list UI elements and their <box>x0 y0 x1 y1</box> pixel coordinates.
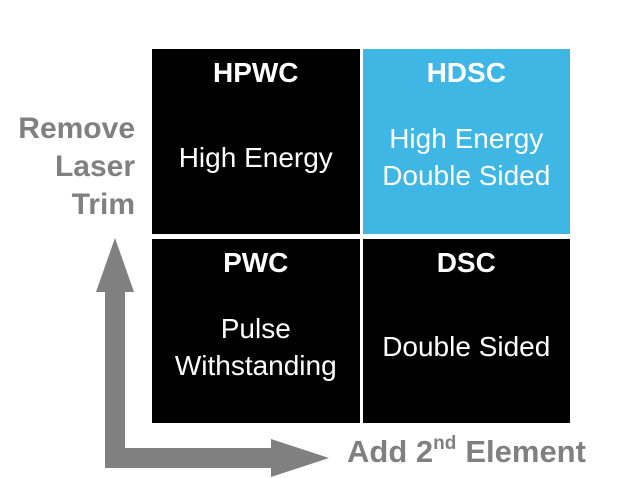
y-axis-label-line: Remove <box>18 112 135 145</box>
x-axis-label-superscript: nd <box>433 433 457 454</box>
y-axis-label-line: Trim <box>71 188 135 221</box>
quadrant-description-line: Withstanding <box>174 349 337 381</box>
quadrant-description: Double Sided <box>382 281 550 424</box>
right-arrowhead-icon <box>271 439 329 477</box>
quadrant-description: Pulse Withstanding <box>175 281 337 424</box>
quadrant-description-line: High Energy <box>389 123 544 155</box>
quadrant-description-line: Double Sided <box>382 331 551 363</box>
y-axis-label: Remove Laser Trim <box>0 110 135 224</box>
quadrant-code: PWC <box>223 246 289 278</box>
quadrant-description: High Energy Double Sided <box>382 91 550 234</box>
x-axis-label-prefix: Add 2 <box>347 434 434 469</box>
quadrant-dsc: DSC Double Sided <box>362 238 570 424</box>
quadrant-description-line: High Energy <box>178 141 333 173</box>
quadrant-grid: HPWC High Energy HDSC High Energy Double… <box>152 49 570 423</box>
quadrant-hpwc: HPWC High Energy <box>152 49 360 234</box>
quadrant-description: High Energy <box>179 91 333 234</box>
y-axis-label-line: Laser <box>54 150 135 183</box>
quadrant-description-line: Double Sided <box>382 160 551 192</box>
quadrant-description-line: Pulse <box>220 312 291 344</box>
quadrant-code: HPWC <box>212 57 299 88</box>
x-axis-label: Add 2nd Element <box>347 433 586 470</box>
arrow-shaft <box>105 448 272 468</box>
quadrant-code: HDSC <box>426 57 506 88</box>
x-axis-label-suffix: Element <box>465 434 586 469</box>
arrow-shaft <box>105 290 125 468</box>
quadrant-pwc: PWC Pulse Withstanding <box>152 238 360 424</box>
quadrant-hdsc: HDSC High Energy Double Sided <box>362 49 570 234</box>
quadrant-code: DSC <box>436 246 496 278</box>
up-arrowhead-icon <box>96 238 134 292</box>
